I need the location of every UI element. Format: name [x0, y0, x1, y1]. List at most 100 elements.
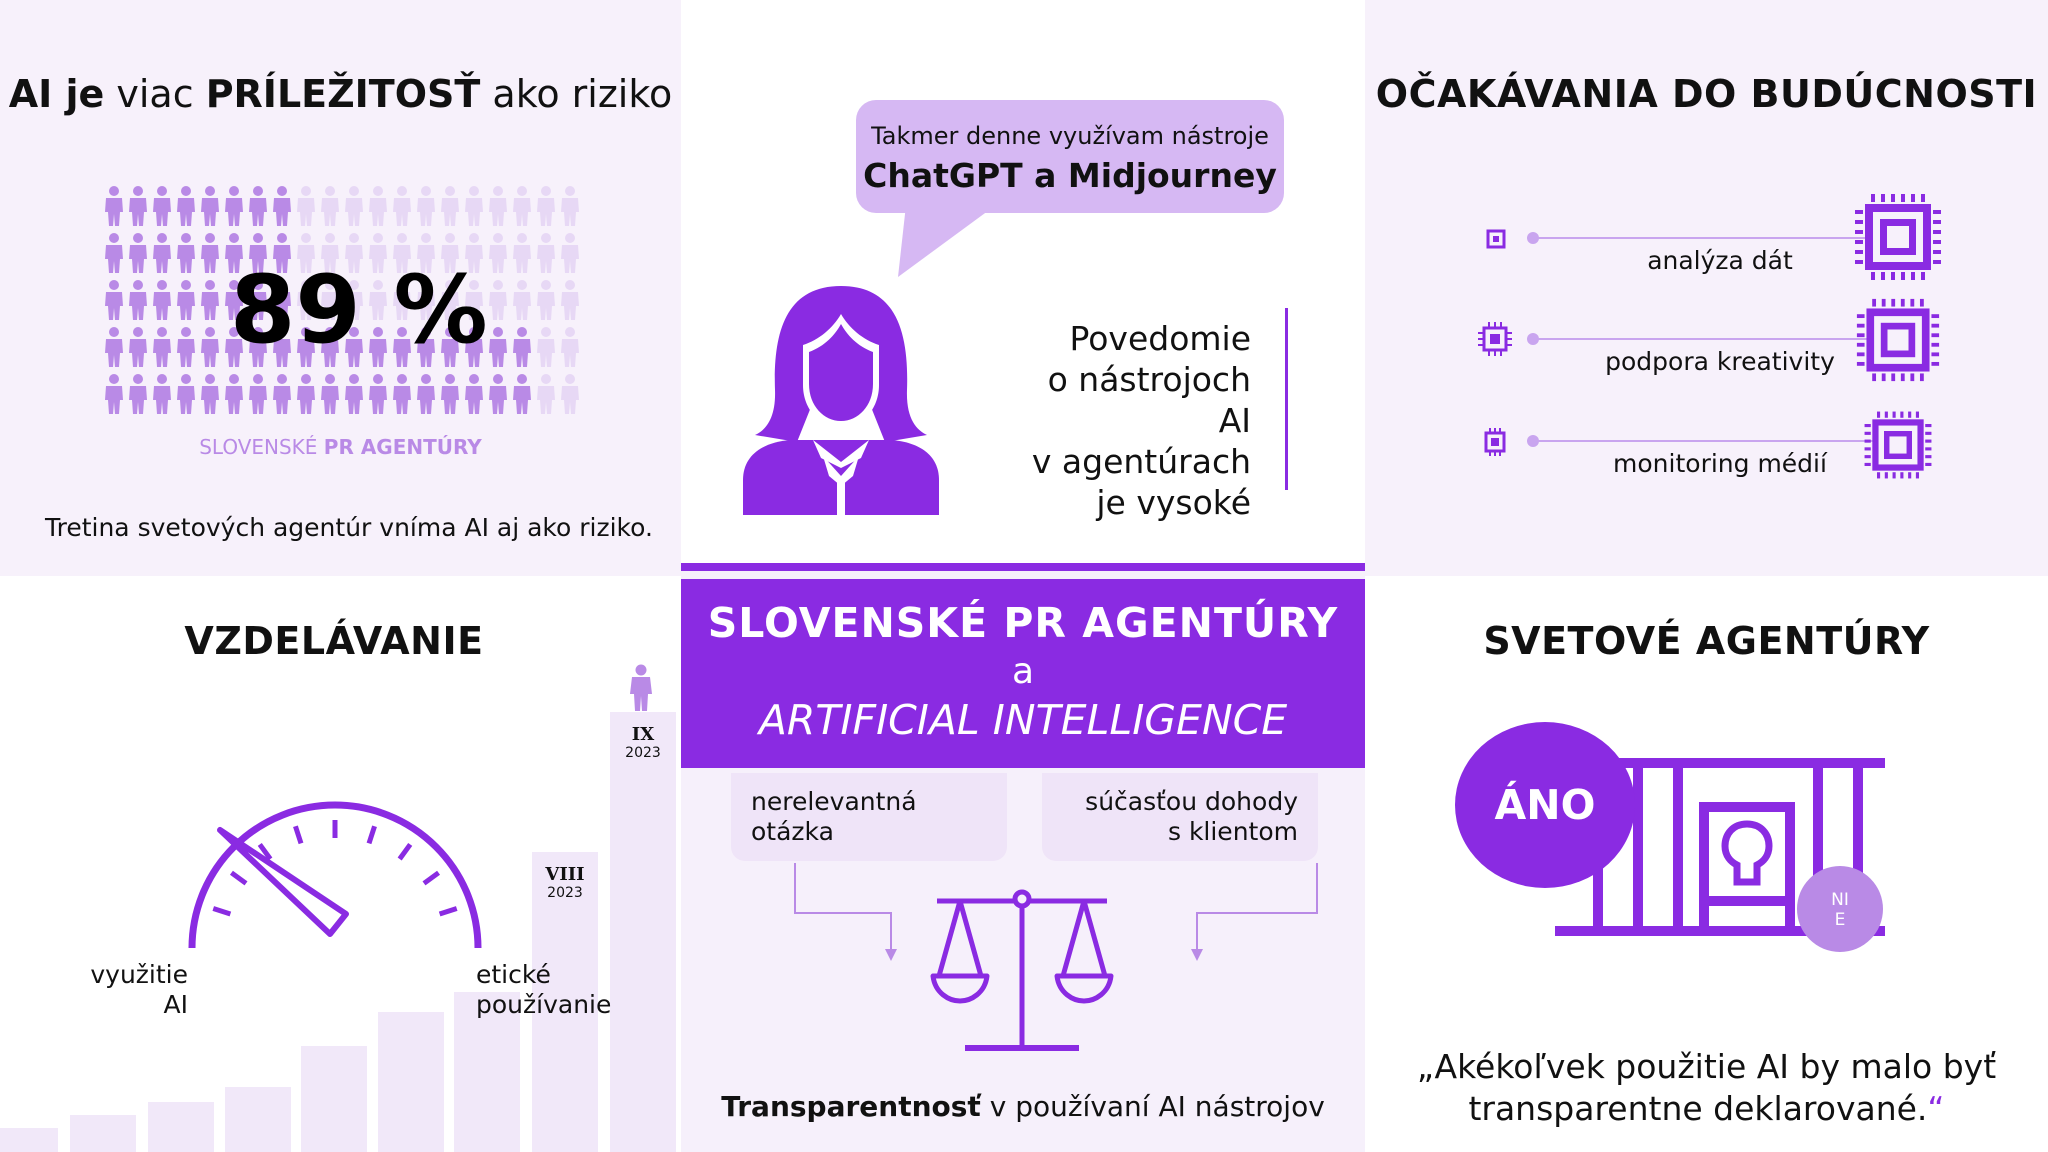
person-icon	[393, 280, 411, 320]
percent-value: 89 %	[230, 256, 488, 365]
quote-line-2: transparentne deklarované.“	[1365, 1088, 2048, 1130]
person-icon	[129, 233, 147, 273]
person-icon	[441, 280, 459, 320]
title-part-riziko: ako riziko	[480, 72, 673, 116]
stair-bar	[225, 1087, 291, 1152]
person-icon	[249, 233, 267, 273]
transparency-quote: „Akékoľvek použitie AI by malo byť trans…	[1365, 1046, 2048, 1130]
caption-pr-agentury: PR AGENTÚRY	[323, 435, 482, 459]
stair-bar	[454, 992, 520, 1152]
person-icon	[417, 327, 435, 367]
person-icon	[489, 374, 507, 414]
connector-line	[1533, 237, 1913, 239]
panel-education: VIII 2023 IX 2023 VZDELÁVANIE využitie A…	[0, 576, 681, 1152]
person-icon	[225, 374, 243, 414]
person-icon	[465, 327, 483, 367]
person-icon	[465, 186, 483, 226]
person-icon	[369, 280, 387, 320]
bubble-line-1: Takmer denne využívam nástroje	[871, 122, 1269, 150]
viii-month: VIII	[545, 864, 585, 885]
person-icon	[513, 327, 531, 367]
person-icon	[417, 186, 435, 226]
person-icon	[273, 233, 291, 273]
person-icon	[321, 280, 339, 320]
person-icon	[369, 233, 387, 273]
person-icon	[513, 374, 531, 414]
person-icon	[249, 327, 267, 367]
yes-circle: ÁNO	[1455, 722, 1635, 888]
title-part-prilezitost: PRÍLEŽITOSŤ	[205, 72, 481, 116]
scales-icon	[930, 889, 1114, 1051]
awareness-line-3: v agentúrach	[1031, 442, 1251, 481]
stair-bar	[301, 1046, 367, 1152]
gauge-right-line-1: etické	[476, 960, 551, 989]
no-label-line-1: NI	[1831, 890, 1849, 910]
person-icon	[369, 374, 387, 414]
person-icon	[393, 327, 411, 367]
person-icon	[537, 186, 555, 226]
person-icon	[369, 186, 387, 226]
person-icon	[561, 233, 579, 273]
arrow-left	[794, 863, 897, 961]
title-part-viac: viac	[104, 72, 206, 116]
person-icon	[417, 374, 435, 414]
person-icon	[321, 374, 339, 414]
chip-icon-large	[1855, 194, 1941, 280]
awareness-divider	[1285, 308, 1288, 490]
person-icon	[273, 374, 291, 414]
quote-line-1: „Akékoľvek použitie AI by malo byť	[1416, 1047, 1997, 1086]
gauge-left-label: využitie AI	[70, 960, 188, 1020]
person-icon	[561, 327, 579, 367]
connector-dot	[1527, 232, 1539, 244]
expectation-label: analýza dát	[1647, 246, 1793, 275]
gauge-tick	[366, 825, 377, 845]
person-icon	[537, 327, 555, 367]
person-icon	[105, 233, 123, 273]
person-icon	[321, 186, 339, 226]
person-icon	[465, 280, 483, 320]
person-icon	[321, 233, 339, 273]
quote-line-2-text: transparentne deklarované.	[1468, 1089, 1928, 1128]
person-icon	[345, 186, 363, 226]
person-icon	[201, 186, 219, 226]
box-left-line-1: nerelevantná	[751, 787, 917, 816]
person-icon	[105, 186, 123, 226]
expectation-label: podpora kreativity	[1605, 347, 1835, 376]
person-icon	[153, 280, 171, 320]
awareness-line-1: Povedomie	[1069, 319, 1252, 358]
arrow-right	[1191, 863, 1318, 961]
gauge-tick	[257, 842, 273, 861]
connector-line	[1533, 440, 1913, 442]
awareness-line-4: je vysoké	[1096, 483, 1251, 522]
caption-slovenske: SLOVENSKÉ	[199, 435, 324, 459]
bubble-line-2: ChatGPT a Midjourney	[863, 156, 1277, 195]
person-icon	[225, 186, 243, 226]
awareness-text: Povedomie o nástrojoch AI v agentúrach j…	[1011, 318, 1251, 523]
banner-line-3: ARTIFICIAL INTELLIGENCE	[758, 696, 1288, 744]
option-box-right: súčasťou dohody s klientom	[1042, 773, 1318, 861]
person-icon	[129, 374, 147, 414]
connector-line	[1533, 338, 1913, 340]
person-icon	[201, 374, 219, 414]
person-icon	[105, 374, 123, 414]
person-icon	[513, 186, 531, 226]
person-icon	[201, 280, 219, 320]
person-icon	[513, 280, 531, 320]
person-icon	[153, 327, 171, 367]
title-part-ai: AI je	[8, 72, 105, 116]
expectation-label: monitoring médií	[1613, 449, 1827, 478]
box-right-line-1: súčasťou dohody	[1085, 787, 1298, 816]
gauge-tick	[229, 870, 248, 886]
person-icon	[561, 374, 579, 414]
chip-icon-small	[1484, 428, 1506, 456]
quote-close-mark: “	[1927, 1089, 1945, 1128]
panel-expectations: OČAKÁVANIA DO BUDÚCNOSTI analýza dát pod…	[1365, 0, 2048, 576]
chip-icon-small	[1478, 322, 1512, 356]
gauge-tick	[397, 842, 413, 861]
person-icon	[273, 186, 291, 226]
person-icon	[465, 233, 483, 273]
speech-bubble: Takmer denne využívam nástroje ChatGPT a…	[856, 100, 1284, 213]
ix-year: 2023	[625, 745, 661, 761]
person-icon	[129, 327, 147, 367]
panel-world-agencies: SVETOVÉ AGENTÚRY ÁNO NI E „Akékoľvek pou…	[1365, 576, 2048, 1152]
